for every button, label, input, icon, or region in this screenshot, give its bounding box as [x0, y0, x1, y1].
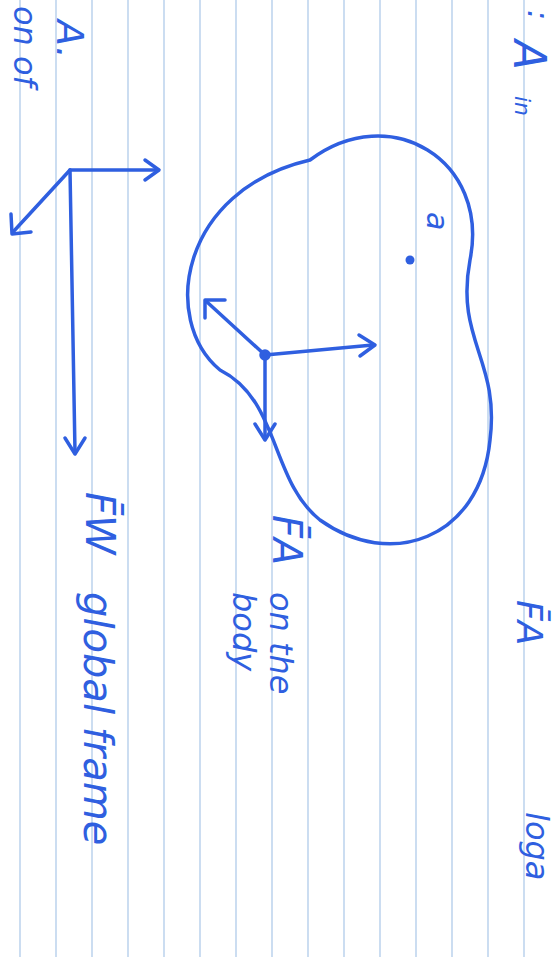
frame-name: F̄A: [267, 515, 307, 565]
point-dot: [406, 256, 415, 265]
frame-name: F̄W: [80, 492, 120, 555]
note-text: in: [511, 96, 533, 116]
body-outline: a: [170, 100, 510, 580]
note-text: on of: [9, 6, 41, 87]
frame-note: on the body: [225, 592, 299, 722]
point-label: a: [422, 212, 452, 230]
blob-outline: [188, 136, 492, 544]
ruled-lines: [20, 0, 524, 957]
frame-name: F̄A: [511, 600, 547, 645]
frame-note: global frame: [78, 592, 118, 845]
body-axes: [205, 300, 375, 440]
note-text: A.: [51, 20, 89, 59]
blob-shape: [170, 100, 510, 580]
note-text: loga: [521, 812, 553, 880]
note-text: A: [507, 40, 551, 70]
world-axes: [11, 160, 159, 454]
note-text: :: [523, 10, 553, 20]
